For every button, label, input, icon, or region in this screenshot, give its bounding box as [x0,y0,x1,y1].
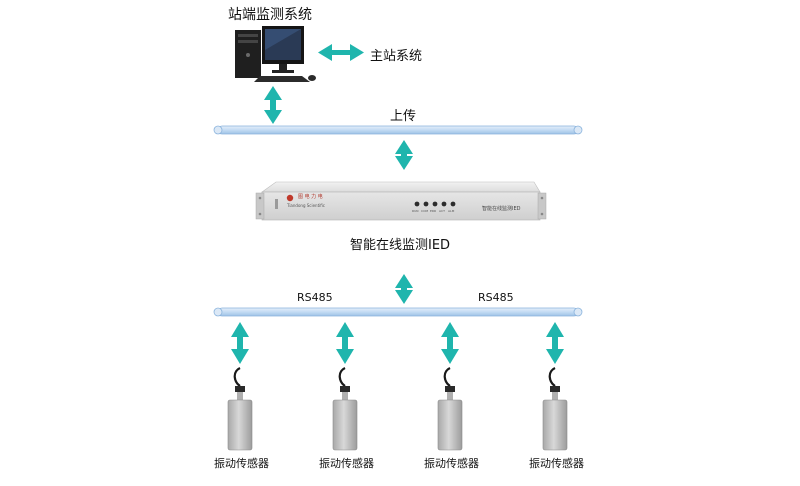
sensor-arrow-1 [231,322,249,364]
device-brand-en: Tiandong Scientific [287,203,325,208]
led-4 [441,201,447,207]
rs485-bus [213,307,583,317]
ied-upload-arrow [395,140,413,170]
sensor-arrow-2 [336,322,354,364]
sensor-label-4: 振动传感器 [529,457,584,470]
led-5 [450,201,456,207]
master-station-label: 主站系统 [370,49,423,64]
sensor-arrow-4 [546,322,564,364]
sensor-1 [227,367,253,451]
upload-arrow [264,86,282,124]
system-title: 站端监测系统 [228,7,312,23]
sensor-label-3: 振动传感器 [424,457,479,470]
sensor-arrows [231,322,564,364]
sensor-label-2: 振动传感器 [319,457,374,470]
rs485-right-label: RS485 [478,291,514,304]
ied-led-panel [414,201,456,207]
device-brand: 图 电 力 电 [298,194,323,200]
upload-label: 上传 [390,109,417,124]
led-label-5: ALM [448,209,455,213]
sensor-arrow-3 [441,322,459,364]
led-2 [423,201,429,207]
led-label-3: ERR [430,209,437,213]
upload-bus [213,125,583,135]
led-label-4: ACT [439,209,445,213]
ied-device [255,181,547,221]
rs485-left-label: RS485 [297,291,333,304]
ied-bus-arrow [395,274,413,304]
sensor-2 [332,367,358,451]
sensor-label-1: 振动传感器 [214,457,269,470]
device-panel-text: 智能在线监测IED [482,206,521,212]
sensor-4 [542,367,568,451]
led-1 [414,201,420,207]
computer-icon [235,26,316,82]
ied-label: 智能在线监测IED [350,238,451,253]
led-label-2: COM [421,209,429,213]
master-link-arrow [318,44,364,61]
sensor-3 [437,367,463,451]
led-3 [432,201,438,207]
led-label-1: RUN [412,209,419,213]
